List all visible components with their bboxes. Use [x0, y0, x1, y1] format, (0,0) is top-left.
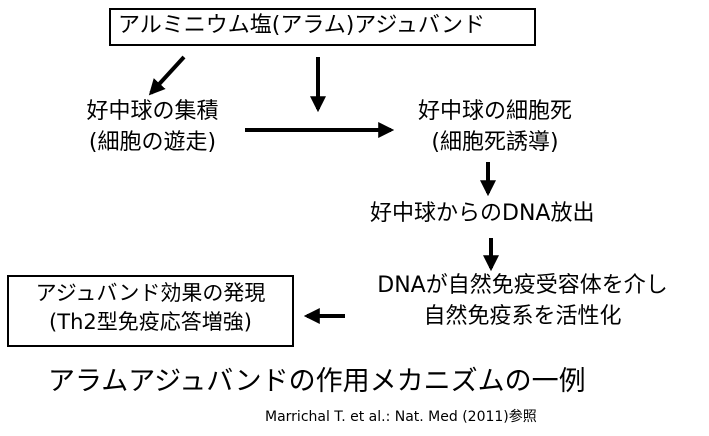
- adjuvant-effect: アジュバンド効果の発現 (Th2型免疫応答増強): [9, 283, 292, 333]
- diagram-caption: アラムアジュバンドの作用メカニズムの一例: [48, 366, 586, 397]
- neutrophil-accumulation-line2: (細胞の遊走): [88, 130, 217, 155]
- citation: Marrichal T. et al.: Nat. Med (2011)参照: [265, 409, 537, 425]
- neutrophil-cell-death-line1: 好中球の細胞死: [417, 99, 572, 124]
- adjuvant-effect-box: [7, 275, 294, 347]
- neutrophil-accumulation: 好中球の集積 (細胞の遊走): [60, 101, 245, 154]
- arrow-alum-to-accumulation: [148, 55, 186, 96]
- adjuvant-effect-line1: アジュバンド効果の発現: [35, 281, 266, 305]
- dna-release: 好中球からのDNA放出: [370, 201, 595, 226]
- adjuvant-effect-line2: (Th2型免疫応答増強): [49, 310, 252, 334]
- alum-adjuvant-label: アルミニウム塩(アラム)アジュバンド: [118, 13, 485, 38]
- alum-adjuvant-box: [109, 8, 536, 46]
- neutrophil-accumulation-line1: 好中球の集積: [86, 99, 219, 124]
- neutrophil-cell-death-line2: (細胞死誘導): [431, 130, 559, 155]
- innate-immune-activation-line2: 自然免疫系を活性化: [423, 304, 622, 329]
- innate-immune-activation-line1: DNAが自然免疫受容体を介し: [377, 273, 668, 298]
- innate-immune-activation: DNAが自然免疫受容体を介し 自然免疫系を活性化: [350, 275, 695, 328]
- neutrophil-cell-death: 好中球の細胞死 (細胞死誘導): [395, 101, 595, 154]
